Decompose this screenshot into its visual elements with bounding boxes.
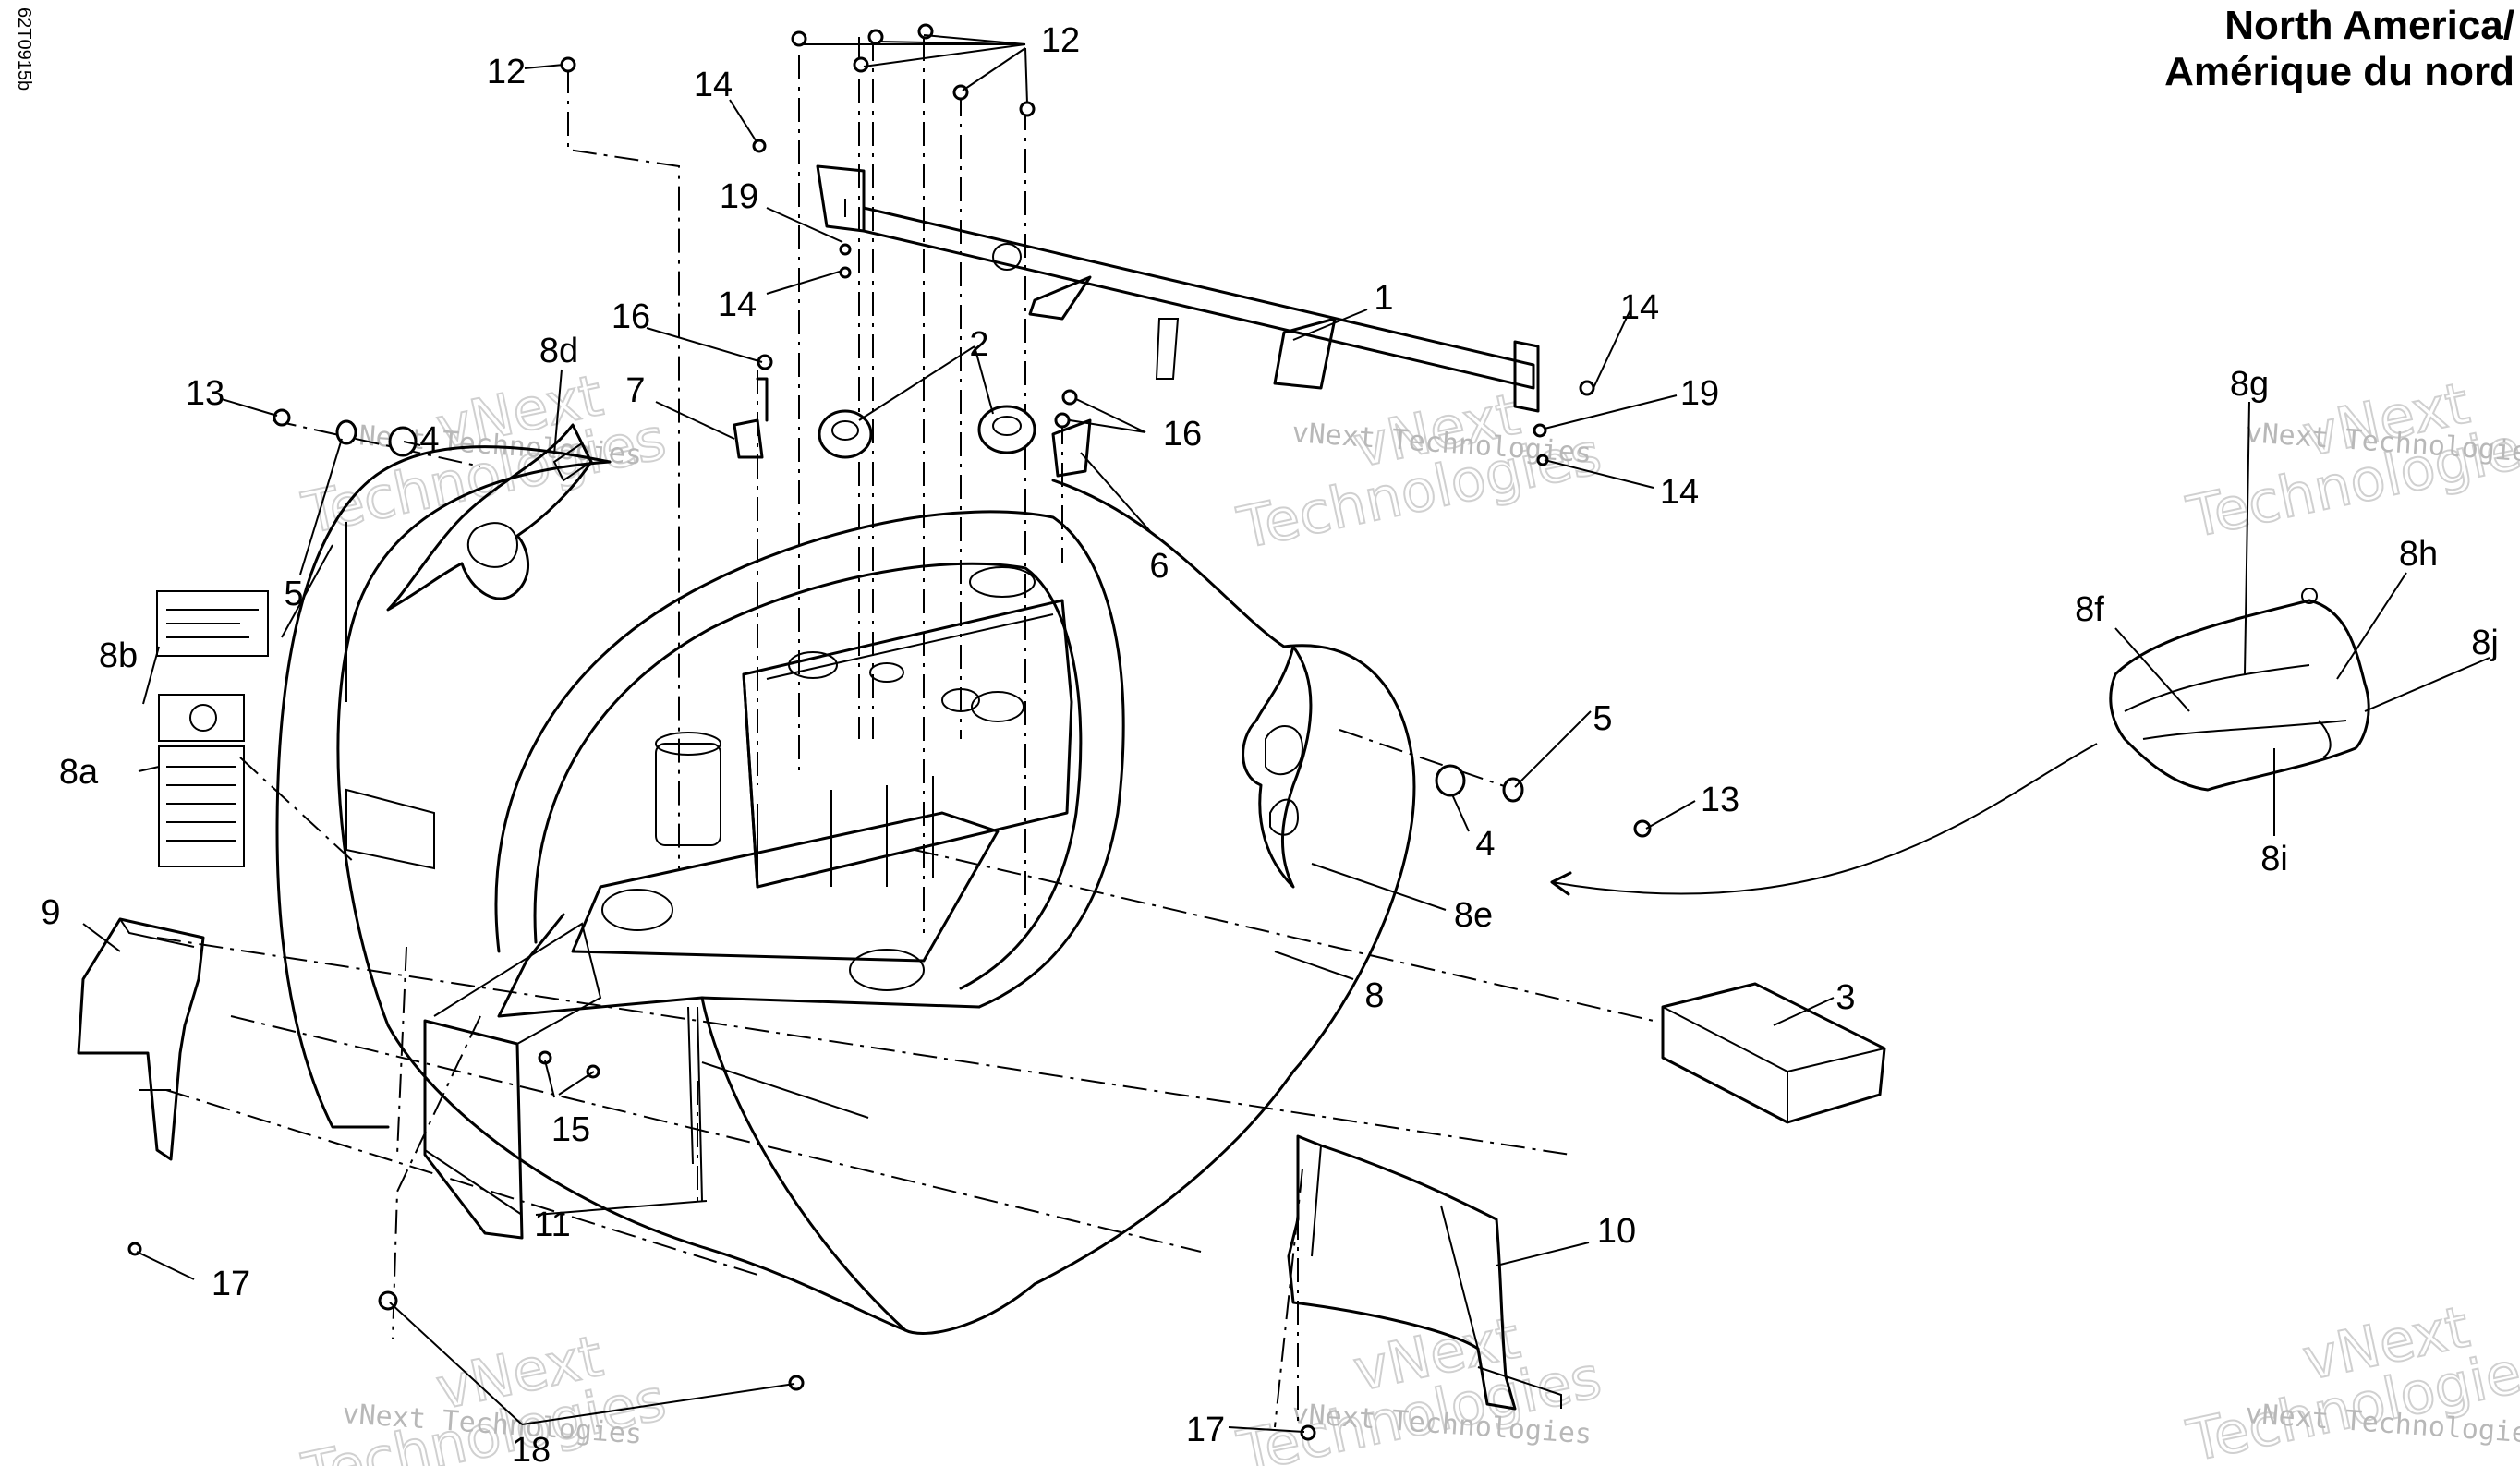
callout-16: 16 — [1163, 415, 1202, 454]
callout-8d: 8d — [539, 332, 578, 370]
callout-16: 16 — [612, 297, 650, 336]
callout-8: 8 — [1364, 976, 1384, 1015]
callout-11: 11 — [534, 1206, 570, 1244]
label-parts — [156, 590, 435, 870]
callout-17: 17 — [1186, 1411, 1225, 1449]
bracket-parts — [733, 377, 1092, 478]
pad-part — [1661, 982, 1886, 1124]
callout-19: 19 — [1680, 374, 1719, 413]
callout-10: 10 — [1597, 1212, 1636, 1251]
callout-8g: 8g — [2230, 365, 2269, 404]
callout-1: 1 — [1374, 279, 1393, 318]
assembly-lines — [156, 37, 1654, 1428]
grommet-parts — [818, 405, 1036, 459]
callout-8h: 8h — [2399, 535, 2438, 574]
hardware-parts — [127, 23, 1652, 1441]
callout-8i: 8i — [2260, 840, 2288, 878]
callout-9: 9 — [41, 893, 60, 932]
callout-19: 19 — [720, 177, 758, 216]
callout-18: 18 — [512, 1431, 551, 1466]
detail-inset-part — [1550, 588, 2370, 896]
callout-5: 5 — [284, 575, 303, 613]
callout-8e: 8e — [1454, 896, 1493, 935]
callout-8a: 8a — [59, 753, 99, 792]
callout-8j: 8j — [2471, 624, 2499, 662]
body-frame-part — [275, 445, 1416, 1335]
callout-17: 17 — [212, 1265, 250, 1303]
drawing-code: 62T0915b — [14, 7, 34, 91]
front-panel-part — [423, 922, 703, 1240]
callout-14: 14 — [718, 285, 757, 324]
callout-12: 12 — [487, 53, 526, 91]
callout-6: 6 — [1149, 547, 1169, 586]
callout-2: 2 — [969, 325, 988, 364]
decal-parts — [386, 423, 1313, 889]
region-label-en: North America/ — [2224, 3, 2514, 48]
watermarks: vNext Technologies vNext Technologies vN… — [296, 360, 2520, 1466]
callout-7: 7 — [625, 371, 645, 410]
region-label-fr: Amérique du nord — [2164, 49, 2514, 94]
callout-3: 3 — [1835, 978, 1855, 1017]
leader-lines — [82, 34, 2490, 1433]
right-cover-part — [1287, 1134, 1562, 1411]
callout-4: 4 — [419, 420, 439, 459]
callout-13: 13 — [1701, 781, 1739, 819]
left-cover-part — [77, 917, 205, 1161]
callout-12: 12 — [1041, 21, 1080, 60]
cross-bar-part — [816, 164, 1540, 413]
callout-14: 14 — [694, 66, 733, 104]
callouts: 12 12 14 19 14 1 14 16 2 8d 7 13 4 19 16… — [41, 21, 2498, 1466]
callout-8f: 8f — [2075, 590, 2104, 629]
callout-14: 14 — [1660, 473, 1699, 512]
callout-8b: 8b — [99, 636, 138, 675]
callout-5: 5 — [1593, 699, 1612, 738]
callout-14: 14 — [1620, 288, 1659, 327]
callout-15: 15 — [551, 1110, 590, 1149]
callout-4: 4 — [1475, 825, 1495, 864]
callout-13: 13 — [186, 374, 224, 413]
